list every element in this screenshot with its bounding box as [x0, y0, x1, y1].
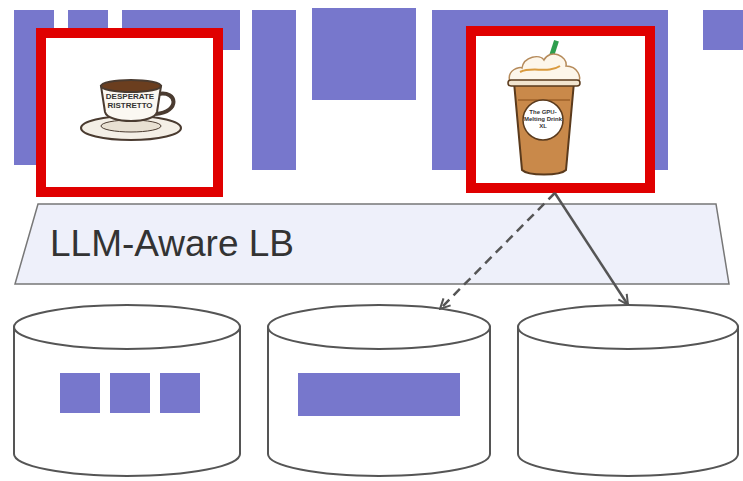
- server-cylinder: [516, 304, 740, 478]
- request-block: [110, 373, 150, 413]
- highlight-box: The GPU-Melting Drink XL: [466, 26, 655, 193]
- request-block: [298, 373, 460, 416]
- cylinder-outline: [266, 304, 492, 478]
- server-cylinder: [12, 304, 242, 478]
- highlight-box: DESPERATE RISTRETTO: [36, 28, 223, 197]
- request-block: [60, 373, 100, 413]
- chosen-route: [555, 193, 628, 305]
- server-cylinder: [266, 304, 492, 478]
- rejected-route: [440, 193, 555, 309]
- band-label: LLM-Aware LB: [50, 203, 380, 285]
- request-block: [160, 373, 200, 413]
- cylinder-outline: [12, 304, 242, 478]
- frappe-cup: [508, 40, 580, 174]
- espresso-cup: [81, 80, 181, 140]
- cylinder-outline: [516, 304, 740, 478]
- cup-label: The GPU-Melting Drink XL: [523, 109, 563, 130]
- load-balancer-band: LLM-Aware LB: [14, 203, 730, 285]
- cup-label: DESPERATE RISTRETTO: [104, 92, 156, 110]
